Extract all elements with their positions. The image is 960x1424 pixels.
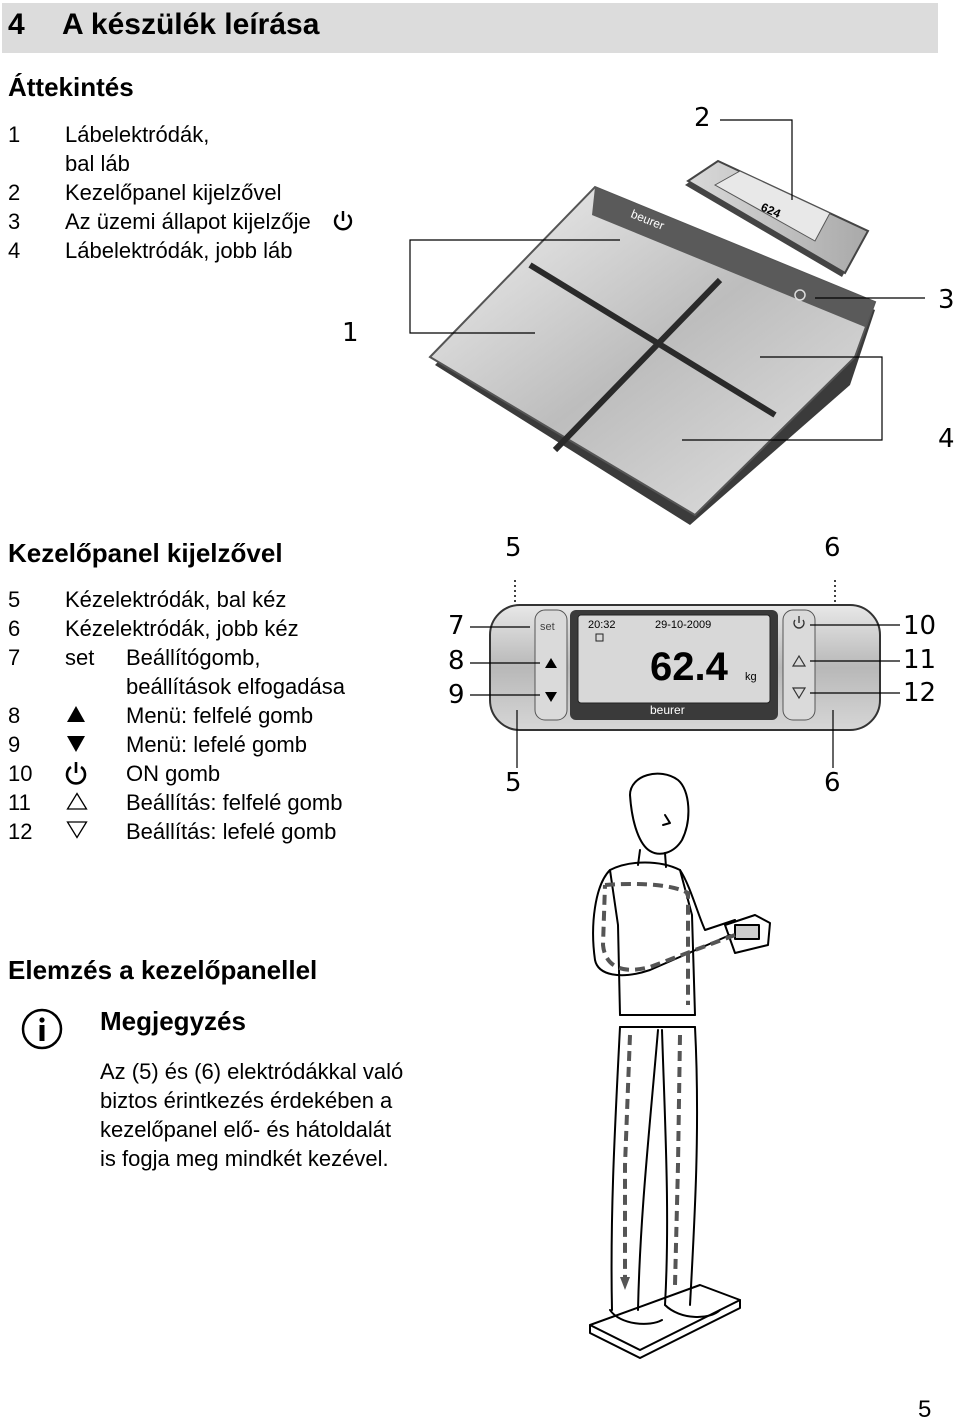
panel-item-num: 9 (8, 732, 21, 757)
panel-item-num: 6 (8, 616, 21, 641)
triangle-down-outline-icon (66, 821, 88, 839)
callout-2: 2 (694, 103, 711, 133)
triangle-up-outline-icon (66, 792, 88, 810)
note-heading: Megjegyzés (100, 1006, 246, 1036)
overview-item-num: 2 (8, 180, 21, 205)
panel-item-text: Beállítás: lefelé gomb (126, 819, 337, 844)
panel-item-key: set (65, 645, 95, 670)
panel-item-text: Beállítás: felfelé gomb (126, 790, 343, 815)
callout-5-bottom: 5 (505, 768, 522, 798)
callout-7: 7 (448, 611, 465, 641)
panel-item-num: 10 (8, 761, 33, 786)
page-number: 5 (918, 1396, 932, 1423)
analysis-heading: Elemzés a kezelőpanellel (8, 955, 318, 985)
callout-8: 8 (448, 646, 465, 676)
panel-weight: 62.4 (650, 645, 729, 689)
power-icon (332, 209, 354, 233)
callout-9: 9 (448, 680, 465, 710)
panel-item-text: Beállítógomb, (126, 645, 261, 670)
panel-item-text: Menü: felfelé gomb (126, 703, 314, 728)
section-title: A készülék leírása (62, 8, 320, 41)
panel-item-text: Kézelektródák, bal kéz (65, 587, 287, 612)
note-line: biztos érintkezés érdekében a (100, 1088, 393, 1113)
section-number: 4 (8, 8, 25, 41)
note-line: Az (5) és (6) elektródákkal való (100, 1059, 404, 1084)
person-illustration (589, 772, 771, 1359)
panel-item-num: 12 (8, 819, 33, 844)
panel-brand: beurer (650, 703, 685, 717)
overview-item-text: Lábelektródák, (65, 122, 210, 147)
callout-1: 1 (342, 318, 359, 348)
panel-item-text: Kézelektródák, jobb kéz (65, 616, 299, 641)
overview-item-text: bal láb (65, 151, 130, 176)
callout-4: 4 (938, 424, 955, 454)
callout-6-bottom: 6 (824, 768, 841, 798)
callout-12: 12 (903, 678, 937, 708)
panel-item-text: Menü: lefelé gomb (126, 732, 307, 757)
callout-10: 10 (903, 611, 937, 641)
panel-item-num: 11 (8, 790, 31, 815)
overview-item-num: 4 (8, 238, 21, 263)
callout-6: 6 (824, 533, 841, 563)
panel-date: 29-10-2009 (655, 619, 711, 631)
panel-time: 20:32 (588, 619, 616, 631)
callout-3: 3 (938, 285, 955, 315)
power-icon (64, 760, 88, 786)
triangle-up-filled-icon (66, 705, 86, 723)
panel-set-label: set (540, 621, 555, 633)
overview-item-num: 1 (8, 122, 21, 147)
scale-illustration: beurer 624 (409, 119, 925, 525)
section-header-bar (2, 3, 938, 53)
callout-5: 5 (505, 533, 522, 563)
overview-heading: Áttekintés (8, 72, 134, 102)
overview-item-text: Lábelektródák, jobb láb (65, 238, 293, 263)
panel-unit: kg (745, 671, 757, 683)
overview-item-num: 3 (8, 209, 21, 234)
overview-item-text: Kezelőpanel kijelzővel (65, 180, 282, 205)
panel-item-num: 7 (8, 645, 21, 670)
overview-item-text: Az üzemi állapot kijelzője (65, 209, 311, 234)
callout-11: 11 (903, 645, 937, 675)
note-line: kezelőpanel elő- és hátoldalát (100, 1117, 392, 1142)
panel-item-num: 8 (8, 703, 21, 728)
panel-item-text: ON gomb (126, 761, 221, 786)
panel-item-num: 5 (8, 587, 21, 612)
control-panel-illustration: set 20:32 29-10-2009 62.4 kg beurer (470, 580, 900, 768)
panel-heading: Kezelőpanel kijelzővel (8, 538, 283, 568)
triangle-down-filled-icon (66, 735, 86, 753)
note-line: is fogja meg mindkét kezével. (100, 1146, 389, 1171)
info-icon (20, 1007, 64, 1051)
panel-item-text: beállítások elfogadása (126, 674, 345, 699)
